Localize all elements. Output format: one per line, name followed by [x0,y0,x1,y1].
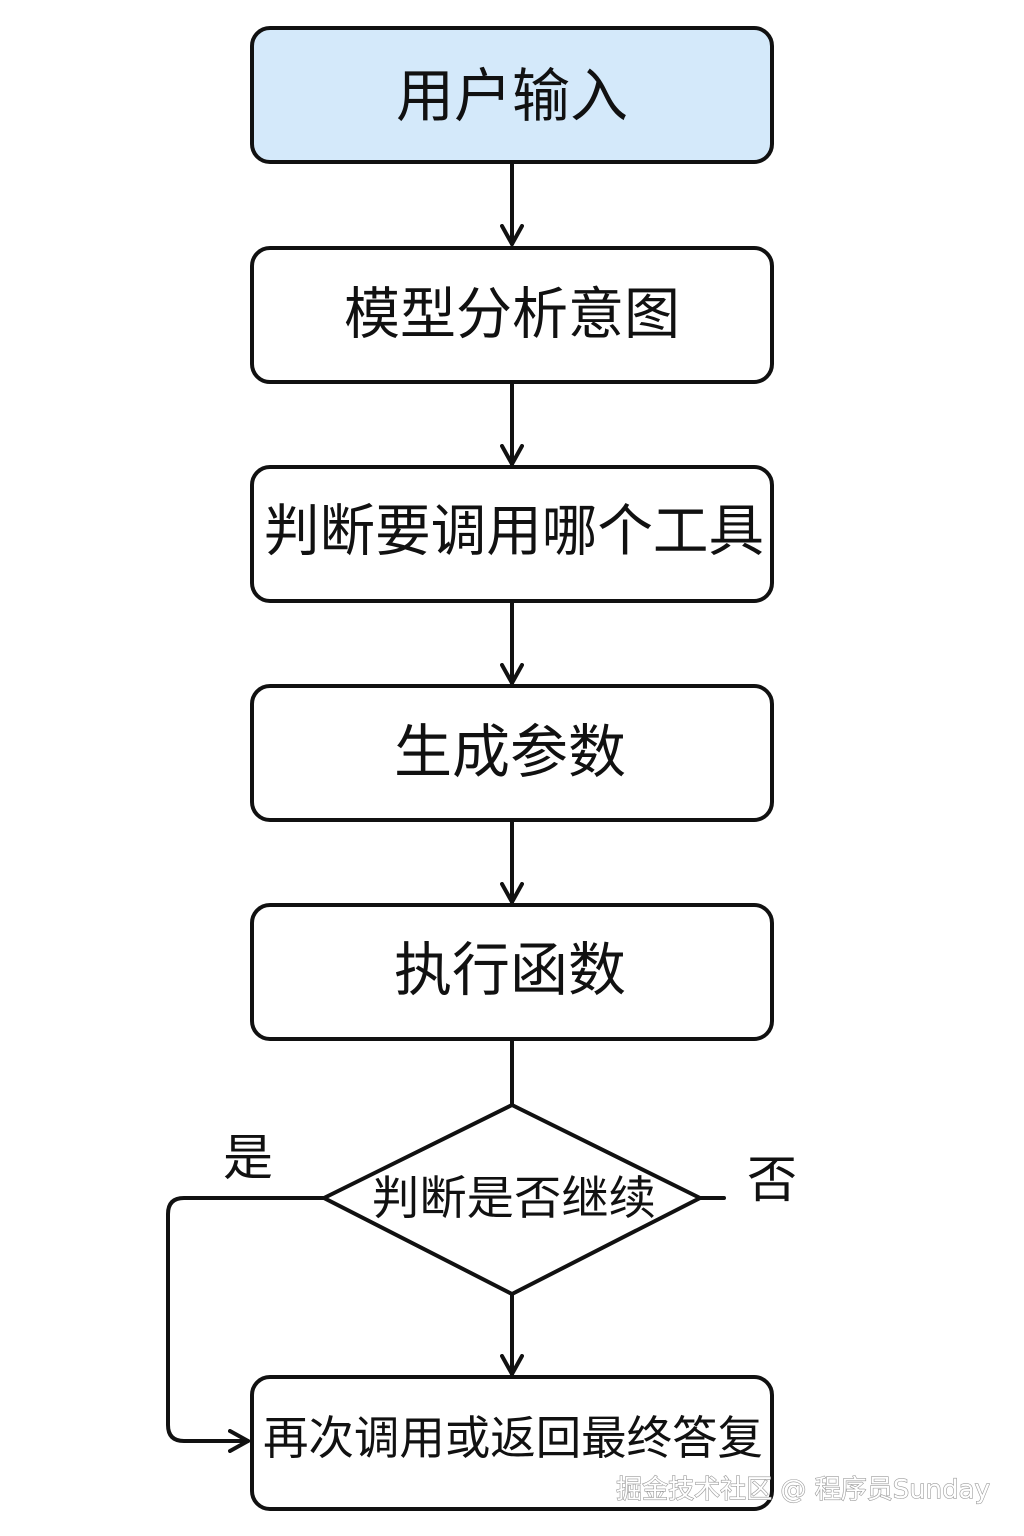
node-generate-params: 生成参数 [250,684,774,822]
node-user-input-label: 用户输入 [396,62,628,130]
node-final-reply: 再次调用或返回最终答复 [250,1375,774,1511]
node-analyze-intent-box [250,246,774,384]
node-choose-tool-label: 判断要调用哪个工具 [264,500,764,565]
node-decision-continue: 判断是否继续 [319,1102,705,1297]
node-user-input-box [250,26,774,164]
node-analyze-intent-label: 模型分析意图 [344,283,680,348]
node-decision-continue-label: 判断是否继续 [372,1171,656,1225]
edge-decision-yes-loop [166,1196,326,1453]
node-decision-continue-diamond [319,1102,705,1297]
edge-label-yes: 是 [223,1129,273,1187]
node-generate-params-label: 生成参数 [394,718,626,786]
edge-label-no: 否 [747,1151,797,1209]
node-final-reply-box [250,1375,774,1511]
node-execute-function: 执行函数 [250,903,774,1041]
watermark-text: 掘金技术社区 @ 程序员Sunday [616,1475,990,1505]
node-choose-tool-box [250,465,774,603]
node-final-reply-label: 再次调用或返回最终答复 [263,1411,763,1465]
node-generate-params-box [250,684,774,822]
node-execute-function-label: 执行函数 [394,936,626,1004]
node-execute-function-box [250,903,774,1041]
node-user-input: 用户输入 [250,26,774,164]
node-choose-tool: 判断要调用哪个工具 [250,465,774,603]
node-analyze-intent: 模型分析意图 [250,246,774,384]
